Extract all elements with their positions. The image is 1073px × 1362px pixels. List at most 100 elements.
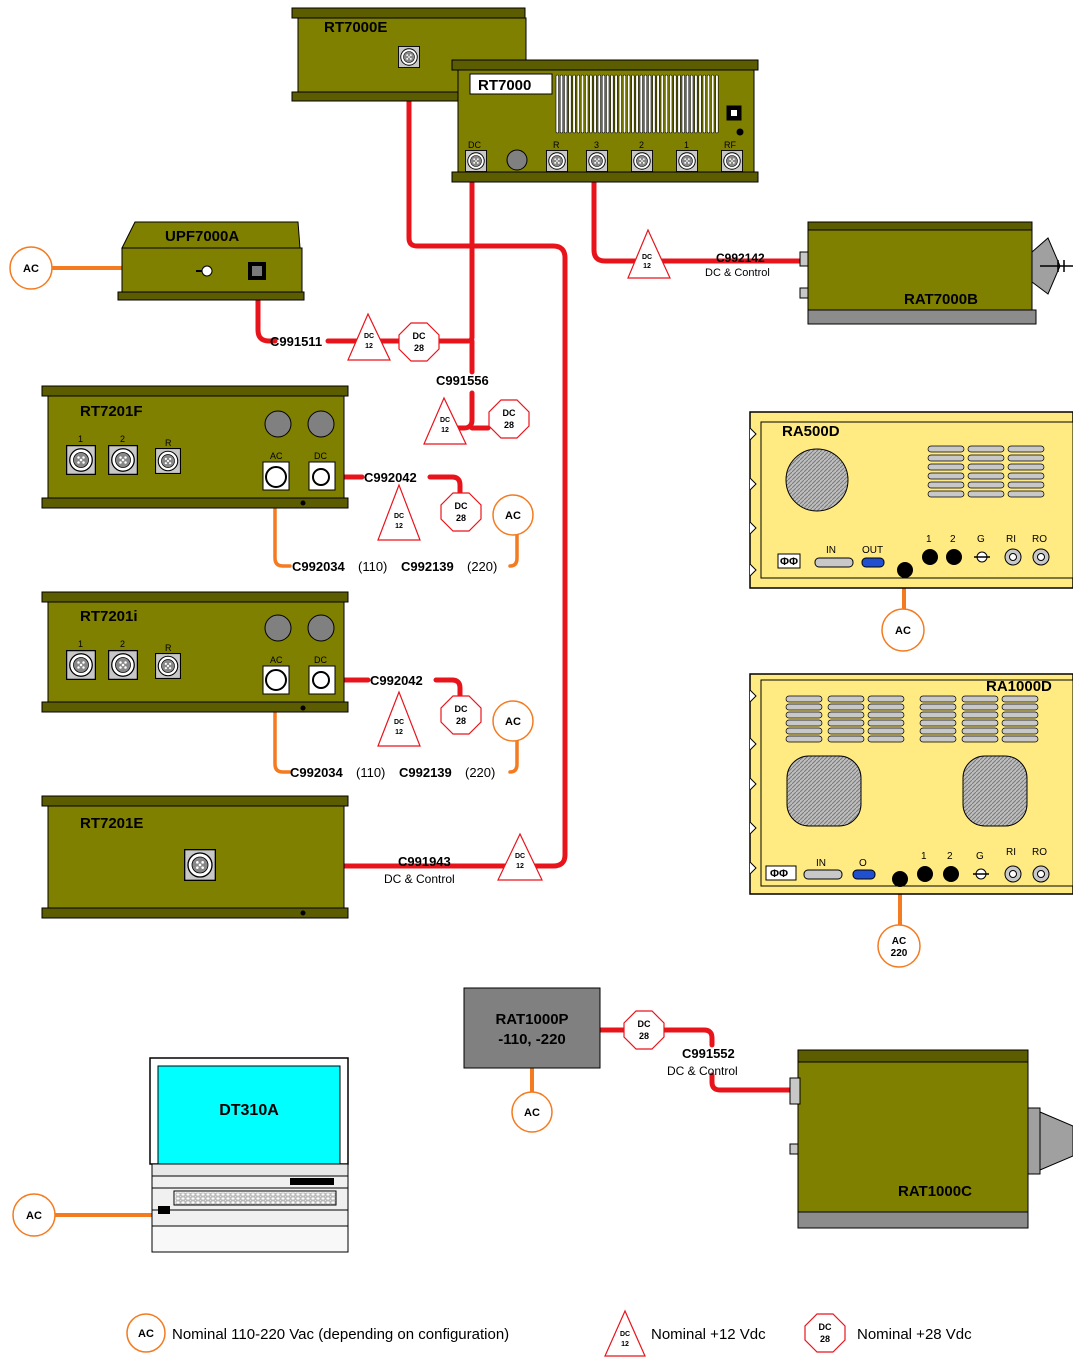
vent-fin: [639, 74, 643, 134]
vent-slot: [961, 727, 999, 735]
vent-slot: [1001, 703, 1039, 711]
cables: [50, 57, 906, 1217]
vent-slot: [867, 727, 905, 735]
device-rat1000p: RAT1000P -110, -220: [463, 987, 601, 1069]
device-label-rt7201e: RT7201E: [80, 815, 143, 832]
ra1000d-port-ri: RI: [1006, 847, 1016, 858]
key: [325, 1200, 331, 1205]
cable-label-c991552-desc: DC & Control: [667, 1064, 738, 1078]
ra500d-port-g: G: [977, 534, 985, 545]
key: [275, 1192, 281, 1197]
rt7201i-port1-connector-icon: [66, 650, 96, 680]
device-label-upf7000a: UPF7000A: [165, 228, 239, 245]
key: [240, 1192, 246, 1197]
key: [285, 1200, 291, 1205]
vent-slot: [1001, 695, 1039, 703]
vent-fin: [631, 74, 635, 134]
key: [235, 1200, 241, 1205]
vent-slot: [785, 727, 823, 735]
key: [220, 1192, 226, 1197]
vent-slot: [827, 703, 865, 711]
vent-slot: [1007, 490, 1045, 498]
rt7000-rf-connector-icon: [721, 150, 743, 172]
key: [270, 1200, 276, 1205]
vent-fin: [660, 74, 664, 134]
legend: AC Nominal 110-220 Vac (depending on con…: [126, 1309, 972, 1357]
rt7201f-port1-connector-icon: [66, 445, 96, 475]
ra1000d-port-g: G: [976, 851, 984, 862]
ra1000d-port-1: 1: [921, 851, 927, 862]
device-label-rt7000e: RT7000E: [324, 19, 387, 36]
rt7000-port3-connector-icon: [586, 150, 608, 172]
legend-dc12-text: Nominal +12 Vdc: [651, 1326, 766, 1343]
ra500d-port-in: IN: [826, 545, 836, 556]
cable-ac-rt7201f: [273, 488, 519, 568]
key: [225, 1200, 231, 1205]
legend-dc28-symbol: DC 28: [804, 1313, 846, 1353]
key: [260, 1192, 266, 1197]
key: [245, 1196, 251, 1201]
cable-label-110-i: (110): [356, 765, 385, 780]
cable-label-c991943: C991943: [398, 854, 451, 869]
cable-label-c991943-desc: DC & Control: [384, 872, 455, 886]
key: [250, 1196, 256, 1201]
vent-fin: [706, 74, 711, 134]
key: [260, 1196, 266, 1201]
ra1000d-port-ro: RO: [1032, 847, 1047, 858]
vent-slot: [1001, 727, 1039, 735]
device-rat1000c: RAT1000C: [789, 1049, 1073, 1229]
vent-fin: [677, 74, 681, 134]
ac-badge-text: AC: [895, 625, 911, 637]
ac-badge-dt310a: AC: [12, 1193, 56, 1237]
vent-slot: [827, 735, 865, 743]
vent-fin: [564, 74, 568, 134]
vent-slot: [961, 703, 999, 711]
ac-badge-rt7201f: AC: [492, 494, 534, 536]
vent-slot: [919, 735, 957, 743]
vent-slot: [1007, 454, 1045, 462]
vent-fin: [681, 74, 685, 134]
ac-badge-rat1000p: AC: [511, 1091, 553, 1133]
key: [305, 1192, 311, 1197]
vent-fin: [648, 74, 652, 134]
key: [255, 1192, 261, 1197]
key: [270, 1192, 276, 1197]
key: [290, 1196, 296, 1201]
ac-badge-ra1000d: AC 220: [877, 924, 921, 968]
key: [175, 1200, 181, 1205]
power-badges: AC AC AC AC AC 220 AC AC DC: [9, 228, 925, 1237]
vent-slot: [967, 463, 1005, 471]
vent-slot: [1007, 472, 1045, 480]
vent-fin: [606, 74, 610, 134]
ra500d-vent-grille: [927, 445, 1045, 498]
cable-c991552-path: [597, 1027, 793, 1093]
dc-badge-text: DC: [455, 501, 468, 511]
vent-slot: [827, 711, 865, 719]
key: [200, 1200, 206, 1205]
vent-fin: [559, 74, 564, 134]
key: [200, 1196, 206, 1201]
device-upf7000a: UPF7000A: [117, 221, 305, 301]
key: [270, 1196, 276, 1201]
dc-badge-text: DC: [413, 331, 426, 341]
key: [260, 1200, 266, 1205]
key: [310, 1196, 316, 1201]
ac-badge-upf: AC: [9, 246, 53, 290]
cable-label-c991556: C991556: [436, 373, 489, 388]
device-rat7000b: RAT7000B: [799, 221, 1073, 325]
key: [175, 1196, 181, 1201]
vent-fin: [664, 74, 669, 134]
vent-fin: [576, 74, 580, 134]
vent-slot: [827, 719, 865, 727]
vent-slot: [967, 481, 1005, 489]
vent-fin: [614, 74, 618, 134]
dc12-badge-c991943: DC 12: [497, 832, 543, 881]
vent-slot: [919, 703, 957, 711]
cable-label-c992034-i: C992034: [290, 765, 344, 780]
key: [235, 1192, 241, 1197]
key: [295, 1200, 301, 1205]
dc-badge-text: DC: [503, 408, 516, 418]
key: [185, 1192, 191, 1197]
device-label-rat1000p-2: -110, -220: [498, 1031, 566, 1048]
vent-fin: [589, 74, 593, 134]
